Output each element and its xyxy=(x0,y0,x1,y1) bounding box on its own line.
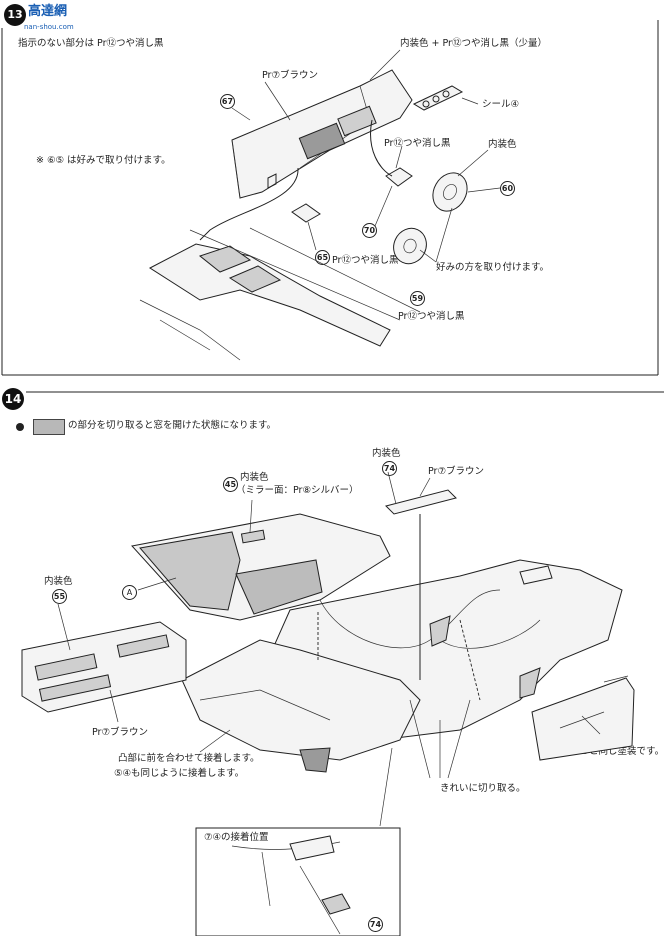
step-14-number: 14 xyxy=(2,388,24,410)
cut-area-swatch xyxy=(33,419,65,435)
part-67: 67 xyxy=(220,94,235,109)
part-74-inset: 74 xyxy=(368,917,383,932)
label-black-matte-3: Pr⑫つや消し黒 xyxy=(398,311,465,322)
note-unspecified-paint: 指示のない部分は Pr⑫つや消し黒 xyxy=(18,38,164,49)
inset-title: ⑦④の接着位置 xyxy=(204,832,269,843)
label-interior-55: 内装色 xyxy=(44,576,73,587)
label-glue-2: ⑤④も同じように接着します。 xyxy=(114,768,245,779)
label-same-paint: ⑤⑤と同じ塗装です。 xyxy=(572,746,664,757)
label-brown: Pr⑦ブラウン xyxy=(262,70,318,81)
part-74: 74 xyxy=(382,461,397,476)
part-59: 59 xyxy=(410,291,425,306)
note-cut-window: の部分を切り取ると窓を開けた状態になります。 xyxy=(68,420,277,431)
part-60: 60 xyxy=(500,181,515,196)
label-brown-55: Pr⑦ブラウン xyxy=(92,727,148,738)
label-brown-74: Pr⑦ブラウン xyxy=(428,466,484,477)
label-black-matte-1: Pr⑫つや消し黒 xyxy=(384,138,451,149)
label-black-matte-2: Pr⑫つや消し黒 xyxy=(332,255,399,266)
part-45: 45 xyxy=(223,477,238,492)
label-seal: シール④ xyxy=(482,99,520,110)
bullet-icon xyxy=(16,423,24,431)
label-A: A xyxy=(122,585,137,600)
part-65: 65 xyxy=(315,250,330,265)
label-interior-wheel: 内装色 xyxy=(488,139,517,150)
label-glue-1: 凸部に前を合わせて接着します。 xyxy=(118,753,260,764)
label-mirror: （ミラー面：Pr⑧シルバー） xyxy=(236,485,359,496)
label-interior-74: 内装色 xyxy=(372,448,401,459)
label-interior-black: 内装色 + Pr⑫つや消し黒（少量） xyxy=(400,38,547,49)
part-55: 55 xyxy=(52,589,67,604)
step-14-header-bar xyxy=(26,391,664,393)
part-70: 70 xyxy=(362,223,377,238)
step-13-number: 13 xyxy=(4,4,26,26)
step-13-illustration xyxy=(1,20,659,376)
label-interior-45: 内装色 xyxy=(240,472,269,483)
note-part-65: ※ ⑥⑤ は好みで取り付けます。 xyxy=(36,155,171,166)
label-choose: 好みの方を取り付けます。 xyxy=(436,262,550,273)
watermark-url: nan-shou.com xyxy=(24,23,74,31)
watermark: 高達網 xyxy=(28,4,68,19)
label-cut-clean: きれいに切り取る。 xyxy=(440,783,526,794)
